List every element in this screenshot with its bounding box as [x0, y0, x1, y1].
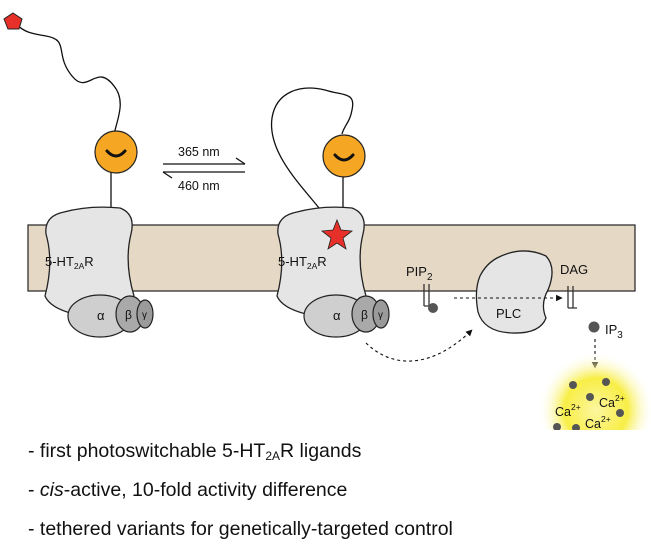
ligand-bound-right — [320, 218, 354, 250]
ip3-label: IP3 — [605, 322, 623, 341]
plc-label: PLC — [496, 306, 521, 321]
calcium-ion-dot — [569, 381, 577, 389]
g-gamma-label-left: γ — [142, 310, 147, 321]
wavelength-reverse: 460 nm — [178, 179, 220, 193]
calcium-ion-dot — [586, 393, 594, 401]
g-beta-label-right: β — [361, 308, 368, 322]
g-gamma-label-right: γ — [378, 310, 383, 321]
photoswitch-left — [94, 130, 138, 174]
ligand-left — [3, 12, 23, 30]
arrow-forward-head — [235, 157, 246, 165]
bullet-item: - first photoswitchable 5-HT2AR ligands — [28, 440, 362, 463]
calcium-label: Ca2+ — [585, 414, 611, 430]
signaling-diagram: 5-HT2AR α β γ 365 nm 460 nm 5-HT2AR α β … — [3, 12, 651, 430]
activation-arrow — [365, 329, 473, 362]
pip2-headgroup — [428, 303, 438, 313]
arrow-reverse-head — [162, 171, 173, 179]
photoswitch-right — [322, 134, 366, 178]
summary-bullets: - first photoswitchable 5-HT2AR ligands … — [28, 432, 628, 549]
g-alpha-label-left: α — [97, 308, 105, 323]
pip2-lipid — [423, 284, 430, 307]
ip3-molecule — [588, 321, 600, 333]
photoswitch-mark-right — [333, 153, 355, 162]
g-gamma-left — [136, 299, 154, 329]
pip2-label: PIP2 — [406, 264, 433, 283]
tether-linker-right — [270, 87, 354, 233]
g-alpha-label-right: α — [333, 308, 341, 323]
dag-label: DAG — [560, 262, 588, 277]
receptor-label-right: 5-HT2AR — [278, 254, 327, 271]
calcium-ion-dot — [553, 423, 561, 430]
calcium-label: Ca2+ — [555, 402, 581, 419]
bullet-item: - cis-active, 10-fold activity differenc… — [28, 479, 348, 501]
photoswitch-mark-left — [105, 149, 127, 158]
bullet-item: - tethered variants for genetically-targ… — [28, 518, 453, 540]
calcium-ion-dot — [602, 378, 610, 386]
g-gamma-right — [372, 299, 390, 329]
calcium-ion-dot — [572, 424, 580, 430]
plc-enzyme — [475, 250, 553, 334]
calcium-ion-dot — [616, 409, 624, 417]
wavelength-forward: 365 nm — [178, 145, 220, 159]
receptor-label-left: 5-HT2AR — [45, 254, 94, 271]
tether-linker-left — [15, 23, 121, 153]
dag-lipid — [567, 286, 577, 309]
calcium-label: Ca2+ — [599, 393, 625, 410]
g-beta-label-left: β — [125, 308, 132, 322]
